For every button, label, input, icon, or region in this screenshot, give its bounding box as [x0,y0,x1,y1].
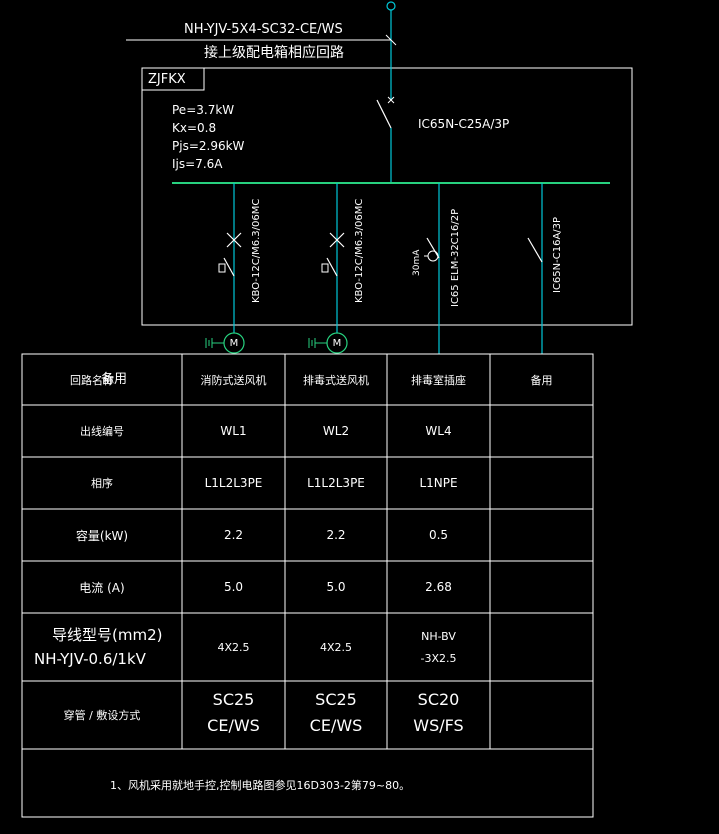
branch-2-contactor [329,232,345,248]
table-cell-conduit-2: SC25 [315,690,357,709]
table-cell-conduit-3-line2: WS/FS [413,716,464,735]
table-outline [21,353,594,818]
branch-4-switch [527,237,543,263]
branch-2-device-label: KBO-12C/M6.3/06MC [354,198,365,303]
panel-box [141,67,633,326]
feeder-cable-label: NH-YJV-5X4-SC32-CE/WS [184,22,343,37]
branch-1-motor-symbol: M [229,337,239,349]
table-column-lines [181,354,491,749]
branch-1-ground-symbol [205,338,213,348]
table-cell-circuit-no-3: WL4 [425,424,452,438]
branch-2-switch [326,257,338,277]
table-cell-name-1: 消防式送风机 [200,373,267,387]
table-cell-cable-4 [490,613,593,681]
table-cell-phase-4 [490,457,593,509]
table-cell-capacity-3: 0.5 [428,528,449,542]
table-cell-cable-3-line2: -3X2.5 [420,651,457,665]
table-row-label-phase: 相序 [91,477,113,490]
branch-4-device-label: IC65N-C16A/3P [552,216,563,293]
table-cell-circuit-no-4 [490,405,593,457]
main-breaker-mark-b [387,96,395,104]
table-cell-capacity-1: 2.2 [223,528,244,542]
panel-kx: Kx=0.8 [172,121,217,135]
table-cell-current-1: 5.0 [223,580,244,594]
table-cell-conduit-2-line2: CE/WS [309,716,363,735]
table-cell-cable-2: 4X2.5 [319,640,353,654]
branch-2-overload [321,263,329,273]
table-cell-capacity-4 [490,509,593,561]
table-cell-circuit-no-1: WL1 [220,424,247,438]
table-cell-phase-3: L1NPE [419,476,458,490]
table-cell-current-4 [490,561,593,613]
branch-3-device-label: IC65 ELM-32C16/2P [450,208,461,307]
table-row-label-circuit-no: 出线编号 [80,425,124,438]
branch-1-contactor [226,232,242,248]
panel-name-box [141,67,205,91]
branch-3-rcd-label: 30mA [412,249,422,276]
table-cell-current-3: 2.68 [425,580,452,594]
table-row-label-cable-spec: NH-YJV-0.6/1kV [34,650,146,668]
feeder-note-label: 接上级配电箱相应回路 [204,45,344,61]
table-cell-cable-3: NH-BV [421,629,456,643]
branch-2-ground-symbol [308,338,316,348]
branch-3-rcd-circle [427,250,439,262]
table-row-label-conduit: 穿管 / 敷设方式 [63,709,141,722]
table-cell-circuit-no-2: WL2 [322,424,350,438]
main-breaker-blade [376,99,392,129]
table-footnote: 1、风机采用就地手控,控制电路图参见16D303-2第79~80。 [110,779,411,792]
panel-ijs: Ijs=7.6A [172,157,223,171]
branch-3-switch [426,237,440,259]
table-cell-capacity-2: 2.2 [326,528,346,542]
table-cell-name-3: 排毒室插座 [411,373,466,387]
panel-name: ZJFKX [148,72,186,87]
incoming-terminal [386,1,396,11]
branch-1-switch [223,257,235,277]
table-row-label-cable: 导线型号(mm2) [52,626,163,644]
table-cell-cable-1: 4X2.5 [217,640,250,654]
table-cell-name-4: 备用 [530,373,553,387]
panel-pjs: Pjs=2.96kW [172,139,245,153]
table-row-label-name: 回路名称 [70,373,114,387]
table-cell-phase-2: L1L2L3PE [307,476,365,490]
table-cell-name-2: 排毒式送风机 [303,373,369,387]
panel-pe: Pe=3.7kW [172,103,235,117]
table-row-label-capacity: 容量(kW) [75,528,129,543]
branch-2-motor-symbol: M [332,337,342,349]
feeder-tick [385,34,397,46]
table-cell-current-2: 5.0 [326,580,346,594]
table-cell-conduit-4 [490,681,593,749]
table-cell-phase-1: L1L2L3PE [204,476,263,490]
table-row-label-name-overlay: 备用 [101,372,128,387]
branch-1-device-label: KBO-12C/M6.3/06MC [251,198,262,303]
table-cell-conduit-1-line2: CE/WS [207,716,260,735]
branch-1-overload [218,263,226,273]
table-cell-conduit-1: SC25 [212,690,255,709]
table-row-label-current: 电流 (A) [79,580,125,595]
main-breaker-label: IC65N-C25A/3P [418,117,510,131]
table-cell-conduit-3: SC20 [417,690,460,709]
table-row-lines [22,404,593,750]
